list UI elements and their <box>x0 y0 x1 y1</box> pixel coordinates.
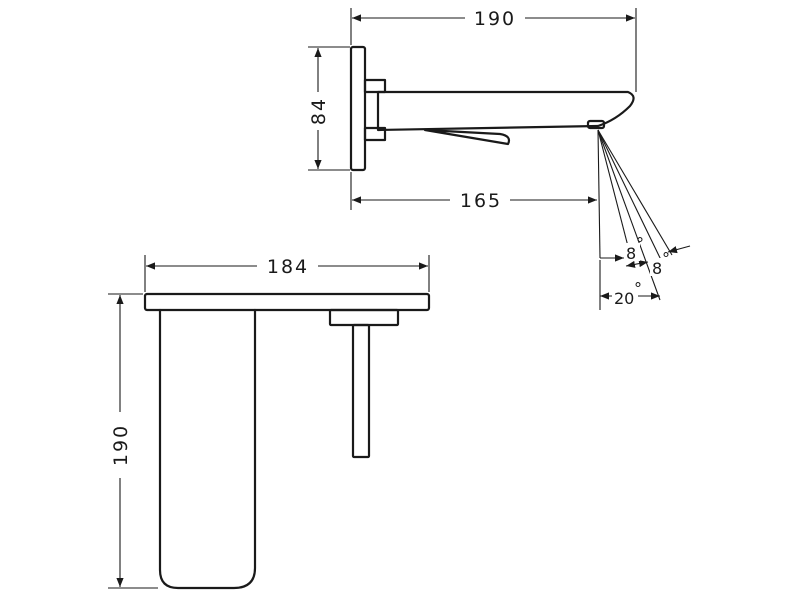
dim-angle-total-label: 20 <box>614 289 634 308</box>
dim-angle-total-degree: ° <box>634 279 642 298</box>
wall-plate-top <box>143 292 431 312</box>
bracket-upper <box>363 78 387 94</box>
lever-handle <box>351 323 371 459</box>
dimension-plate-width: 184 <box>144 255 430 292</box>
lever-side <box>423 128 511 146</box>
dim-angle-1-degree: ° <box>636 234 644 253</box>
dimension-spout-reach: 165 <box>350 172 597 212</box>
wall-plate-side <box>349 45 367 172</box>
aerator <box>586 119 606 130</box>
dim-angle-2-label: 8 <box>652 259 662 278</box>
bracket-lower <box>363 126 387 142</box>
dimension-plate-depth: 190 <box>108 293 158 589</box>
spray-line-3 <box>597 129 663 263</box>
spray-line-4 <box>597 129 673 256</box>
spout-top <box>158 308 257 590</box>
dim-angle-2-degree: ° <box>662 249 670 268</box>
dim-plate-height-label: 84 <box>308 97 330 125</box>
spout-body <box>376 90 635 132</box>
dim-spout-reach-label: 165 <box>460 190 502 212</box>
spray-line-2 <box>597 129 632 259</box>
dim-plate-depth-label: 190 <box>110 424 132 466</box>
spray-line-1 <box>597 129 601 259</box>
dimension-spray-angles: 8 ° 8 ° 20 ° <box>599 234 691 310</box>
dim-angle-1-label: 8 <box>626 244 636 263</box>
dim-plate-width-label: 184 <box>267 256 309 278</box>
side-view <box>349 45 673 301</box>
top-view <box>143 292 431 590</box>
dim-top-width-label: 190 <box>474 8 516 30</box>
spray-line-5 <box>597 129 661 301</box>
lever-base <box>328 308 400 327</box>
dimension-top-width: 190 <box>350 8 637 92</box>
dimension-plate-height: 84 <box>308 46 350 171</box>
